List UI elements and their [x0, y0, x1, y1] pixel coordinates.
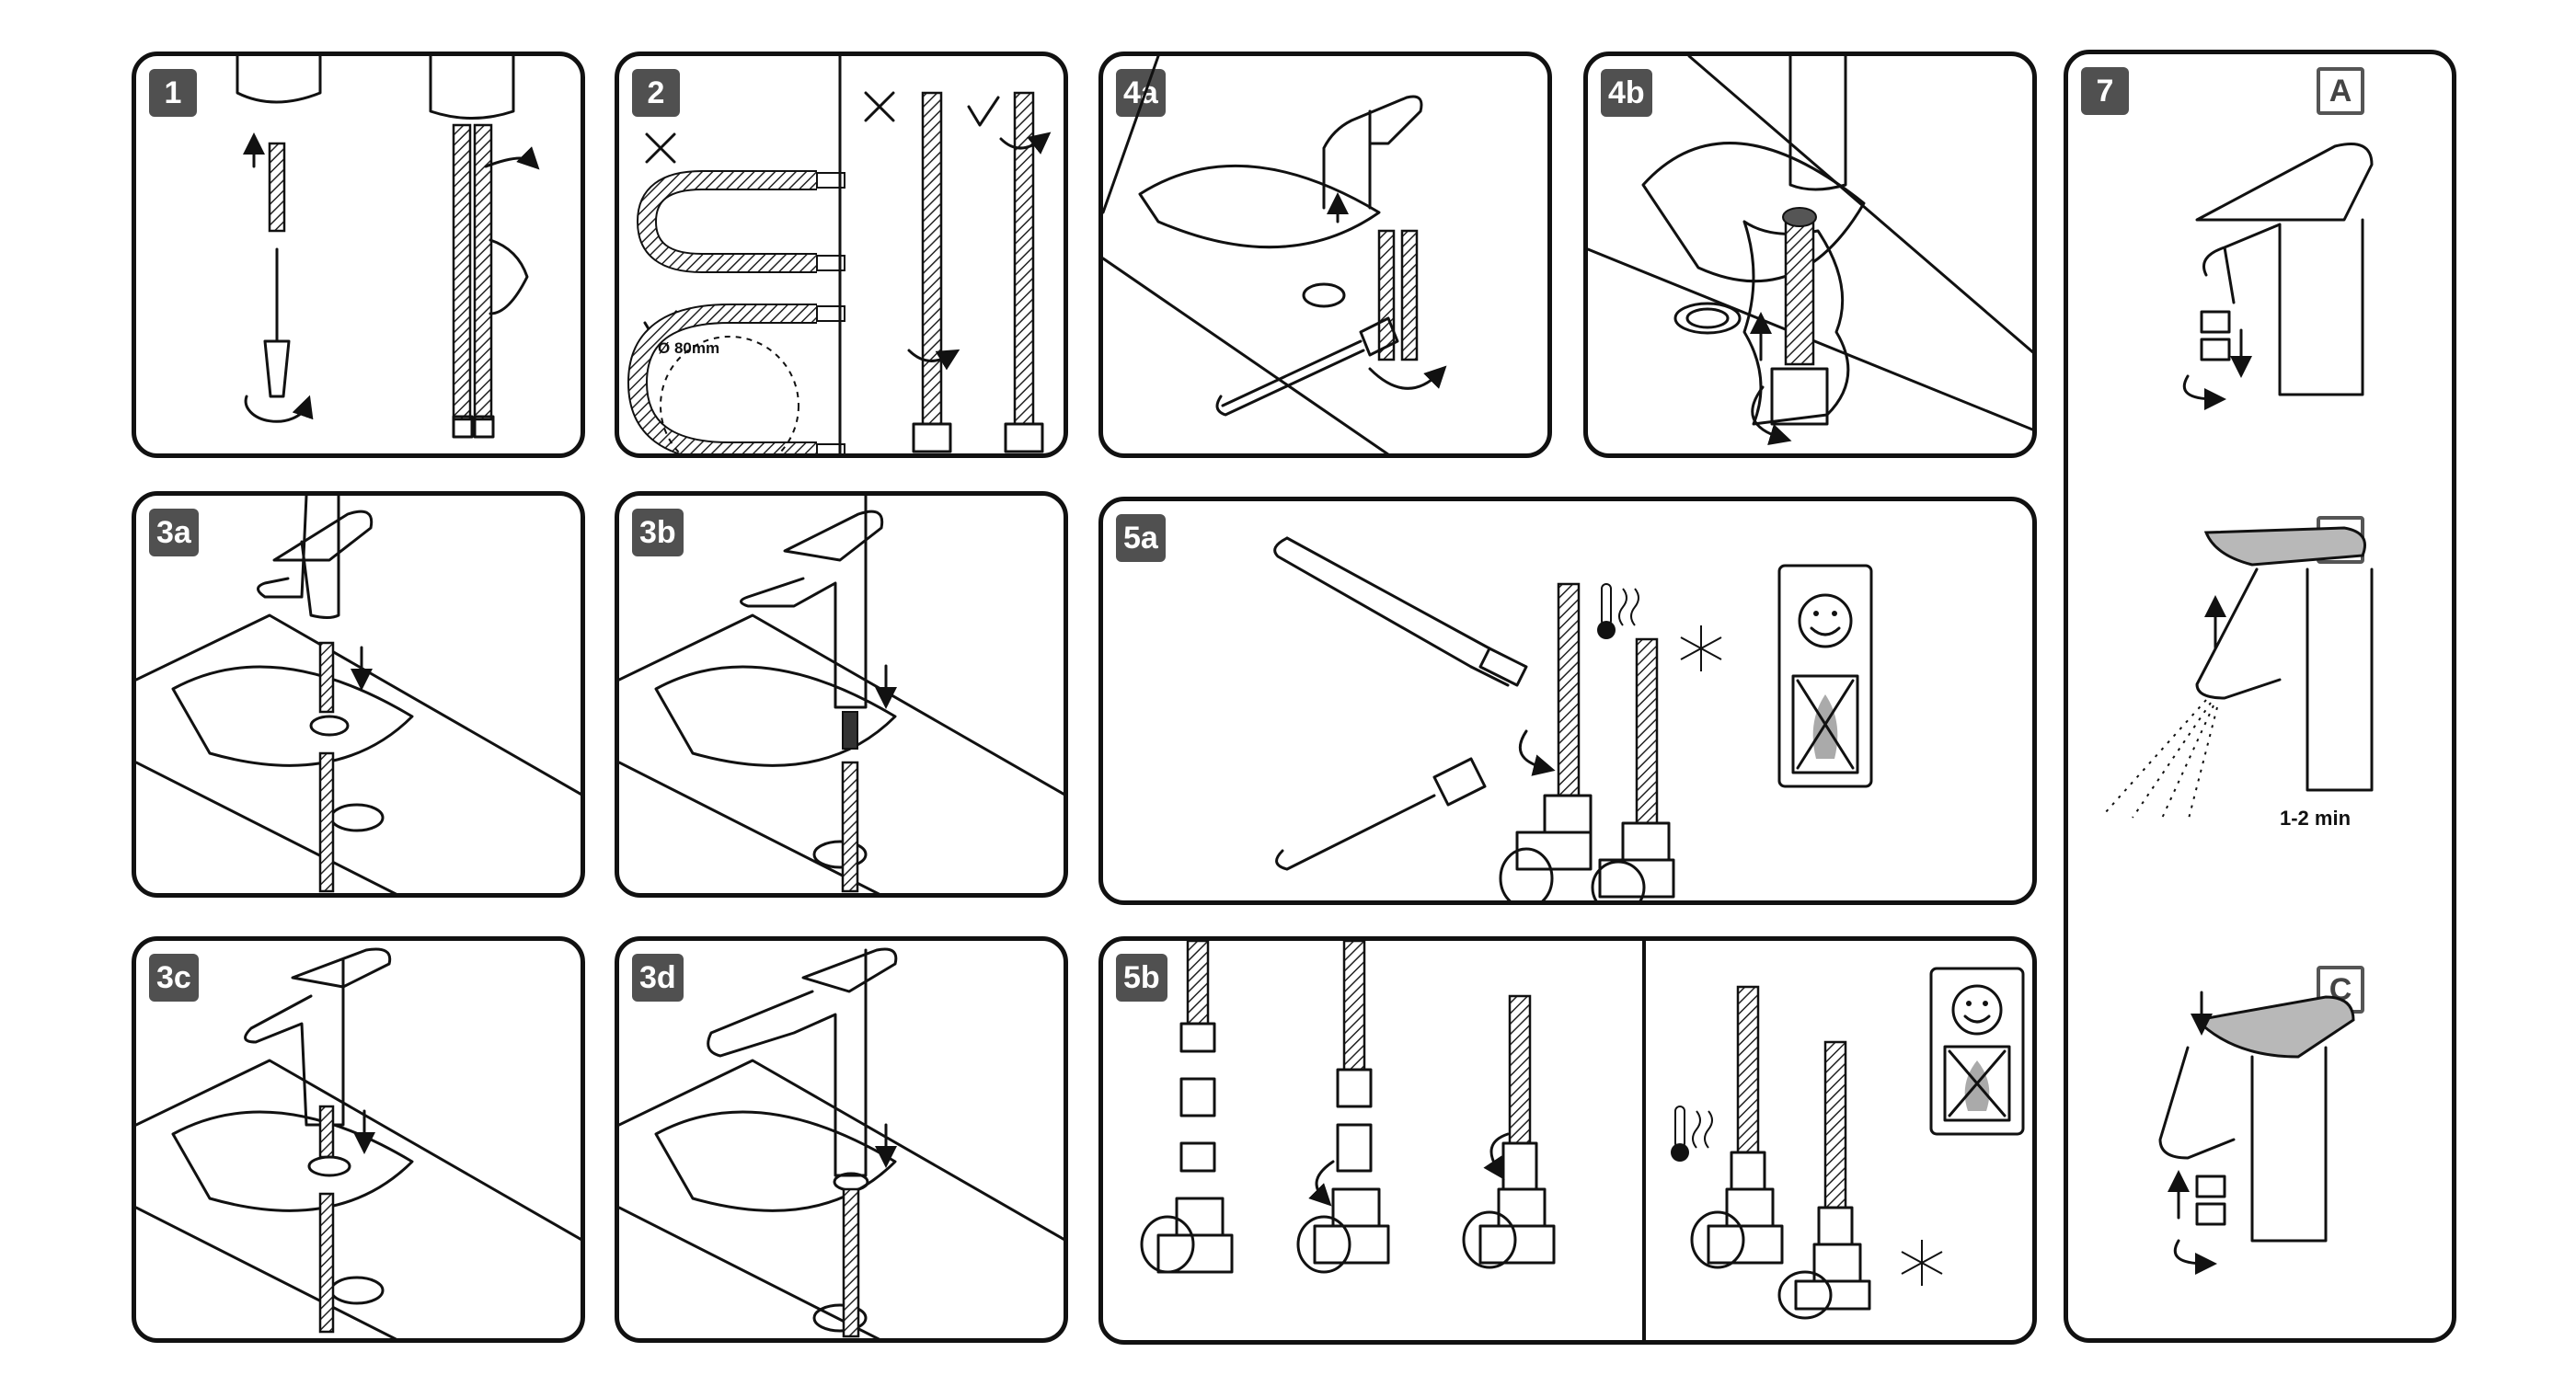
step-5b-illustration	[1140, 941, 2025, 1340]
cross-mark-icon	[645, 132, 676, 164]
step-1-illustration	[236, 56, 540, 439]
rotate-arrow-icon	[244, 395, 314, 423]
step-3d-badge: 3d	[632, 954, 684, 1002]
thermometer-hot-icon	[1597, 583, 1639, 639]
step-3b-panel: 3b	[615, 491, 1068, 898]
rotate-arrow-icon	[1308, 1160, 1335, 1207]
rotate-arrow-icon	[484, 146, 540, 170]
step-4b-illustration	[1588, 56, 2032, 446]
cross-mark-icon	[864, 91, 895, 122]
flush-duration-label: 1-2 min	[2280, 807, 2352, 830]
step-3c-panel: 3c	[132, 936, 585, 1343]
step-5b-badge: 5b	[1116, 954, 1167, 1002]
step-4a-panel: 4a	[1098, 52, 1552, 458]
rotate-arrow-icon	[1518, 729, 1556, 776]
step-4a-illustration	[1103, 56, 1447, 453]
snowflake-icon	[1680, 625, 1722, 671]
step-5a-panel: 5a	[1098, 497, 2037, 905]
rotate-arrow-icon	[2173, 1239, 2217, 1275]
rotate-arrow-icon	[1368, 365, 1447, 390]
threaded-rod	[268, 142, 286, 233]
no-fire-icon	[1796, 679, 1855, 770]
rotate-arrow-icon	[1483, 1132, 1510, 1180]
rotate-arrow-icon	[1751, 385, 1792, 446]
check-mark-icon	[967, 96, 1000, 127]
step-2-illustration	[627, 56, 1052, 453]
step-7-illustration	[2104, 143, 2374, 1275]
no-fire-icon	[1948, 1049, 2007, 1117]
step-2-panel: 2 Ø 80mm	[615, 52, 1068, 458]
step-5a-illustration	[1273, 536, 1873, 900]
hose-diameter-label: Ø 80mm	[658, 339, 720, 357]
step-4a-badge: 4a	[1116, 69, 1166, 117]
step-4b-panel: 4b	[1583, 52, 2037, 458]
smiley-icon	[1777, 564, 1873, 788]
thermometer-hot-icon	[1671, 1106, 1713, 1162]
step-7-panel: 7 A B C 1-2 min	[2064, 50, 2456, 1343]
step-7-badge: 7	[2081, 67, 2129, 115]
step-3a-illustration	[136, 496, 581, 893]
step-3a-panel: 3a	[132, 491, 585, 898]
step-3b-illustration	[619, 496, 1064, 893]
step-3a-badge: 3a	[149, 509, 199, 556]
step-3c-illustration	[136, 947, 581, 1338]
substep-a-label: A	[2317, 67, 2364, 115]
step-1-badge: 1	[149, 69, 197, 117]
step-2-badge: 2	[632, 69, 680, 117]
step-1-panel: 1	[132, 52, 585, 458]
step-3b-badge: 3b	[632, 509, 684, 556]
step-5a-badge: 5a	[1116, 514, 1166, 562]
step-5b-panel: 5b	[1098, 936, 2037, 1345]
step-3d-panel: 3d	[615, 936, 1068, 1343]
step-3d-illustration	[619, 947, 1064, 1338]
smiley-icon	[1929, 967, 2025, 1136]
step-4b-badge: 4b	[1601, 69, 1652, 117]
snowflake-icon	[1901, 1240, 1943, 1286]
step-3c-badge: 3c	[149, 954, 199, 1002]
rotate-arrow-icon	[2182, 374, 2226, 410]
